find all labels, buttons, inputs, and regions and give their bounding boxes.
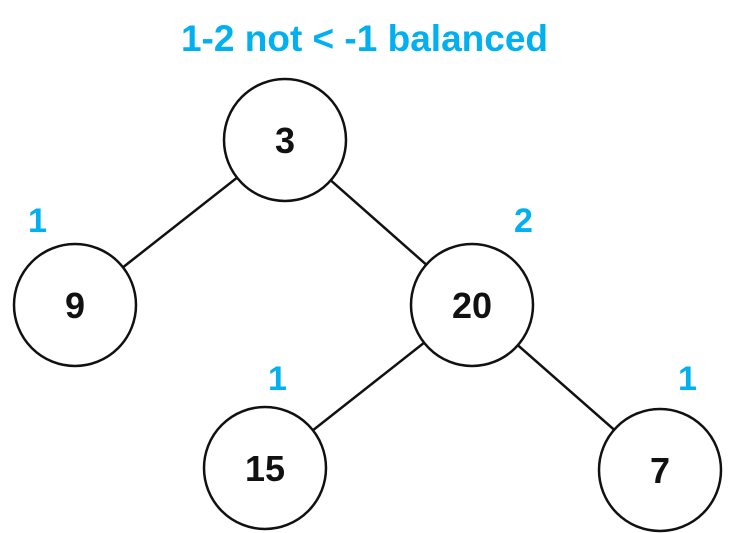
- height-label-node-9: 1: [28, 202, 47, 240]
- tree-node-15: 15: [202, 405, 328, 531]
- diagram-title: 1-2 not < -1 balanced: [180, 18, 549, 59]
- height-label-node-15: 1: [268, 360, 287, 398]
- node-value: 7: [650, 450, 670, 491]
- tree-node-9: 9: [12, 242, 138, 368]
- node-circle: [409, 242, 535, 368]
- tree-node-3: 3: [222, 77, 348, 203]
- node-circle: [12, 242, 138, 368]
- height-label-node-7: 1: [678, 360, 697, 398]
- node-circle: [202, 405, 328, 531]
- node-value: 3: [275, 120, 295, 161]
- tree-node-7: 7: [597, 407, 723, 533]
- height-label-node-20: 2: [514, 202, 533, 240]
- node-circle: [222, 77, 348, 203]
- node-circle: [597, 407, 723, 533]
- node-value: 20: [452, 285, 492, 326]
- tree-node-20: 20: [409, 242, 535, 368]
- node-value: 15: [245, 448, 285, 489]
- node-value: 9: [65, 285, 85, 326]
